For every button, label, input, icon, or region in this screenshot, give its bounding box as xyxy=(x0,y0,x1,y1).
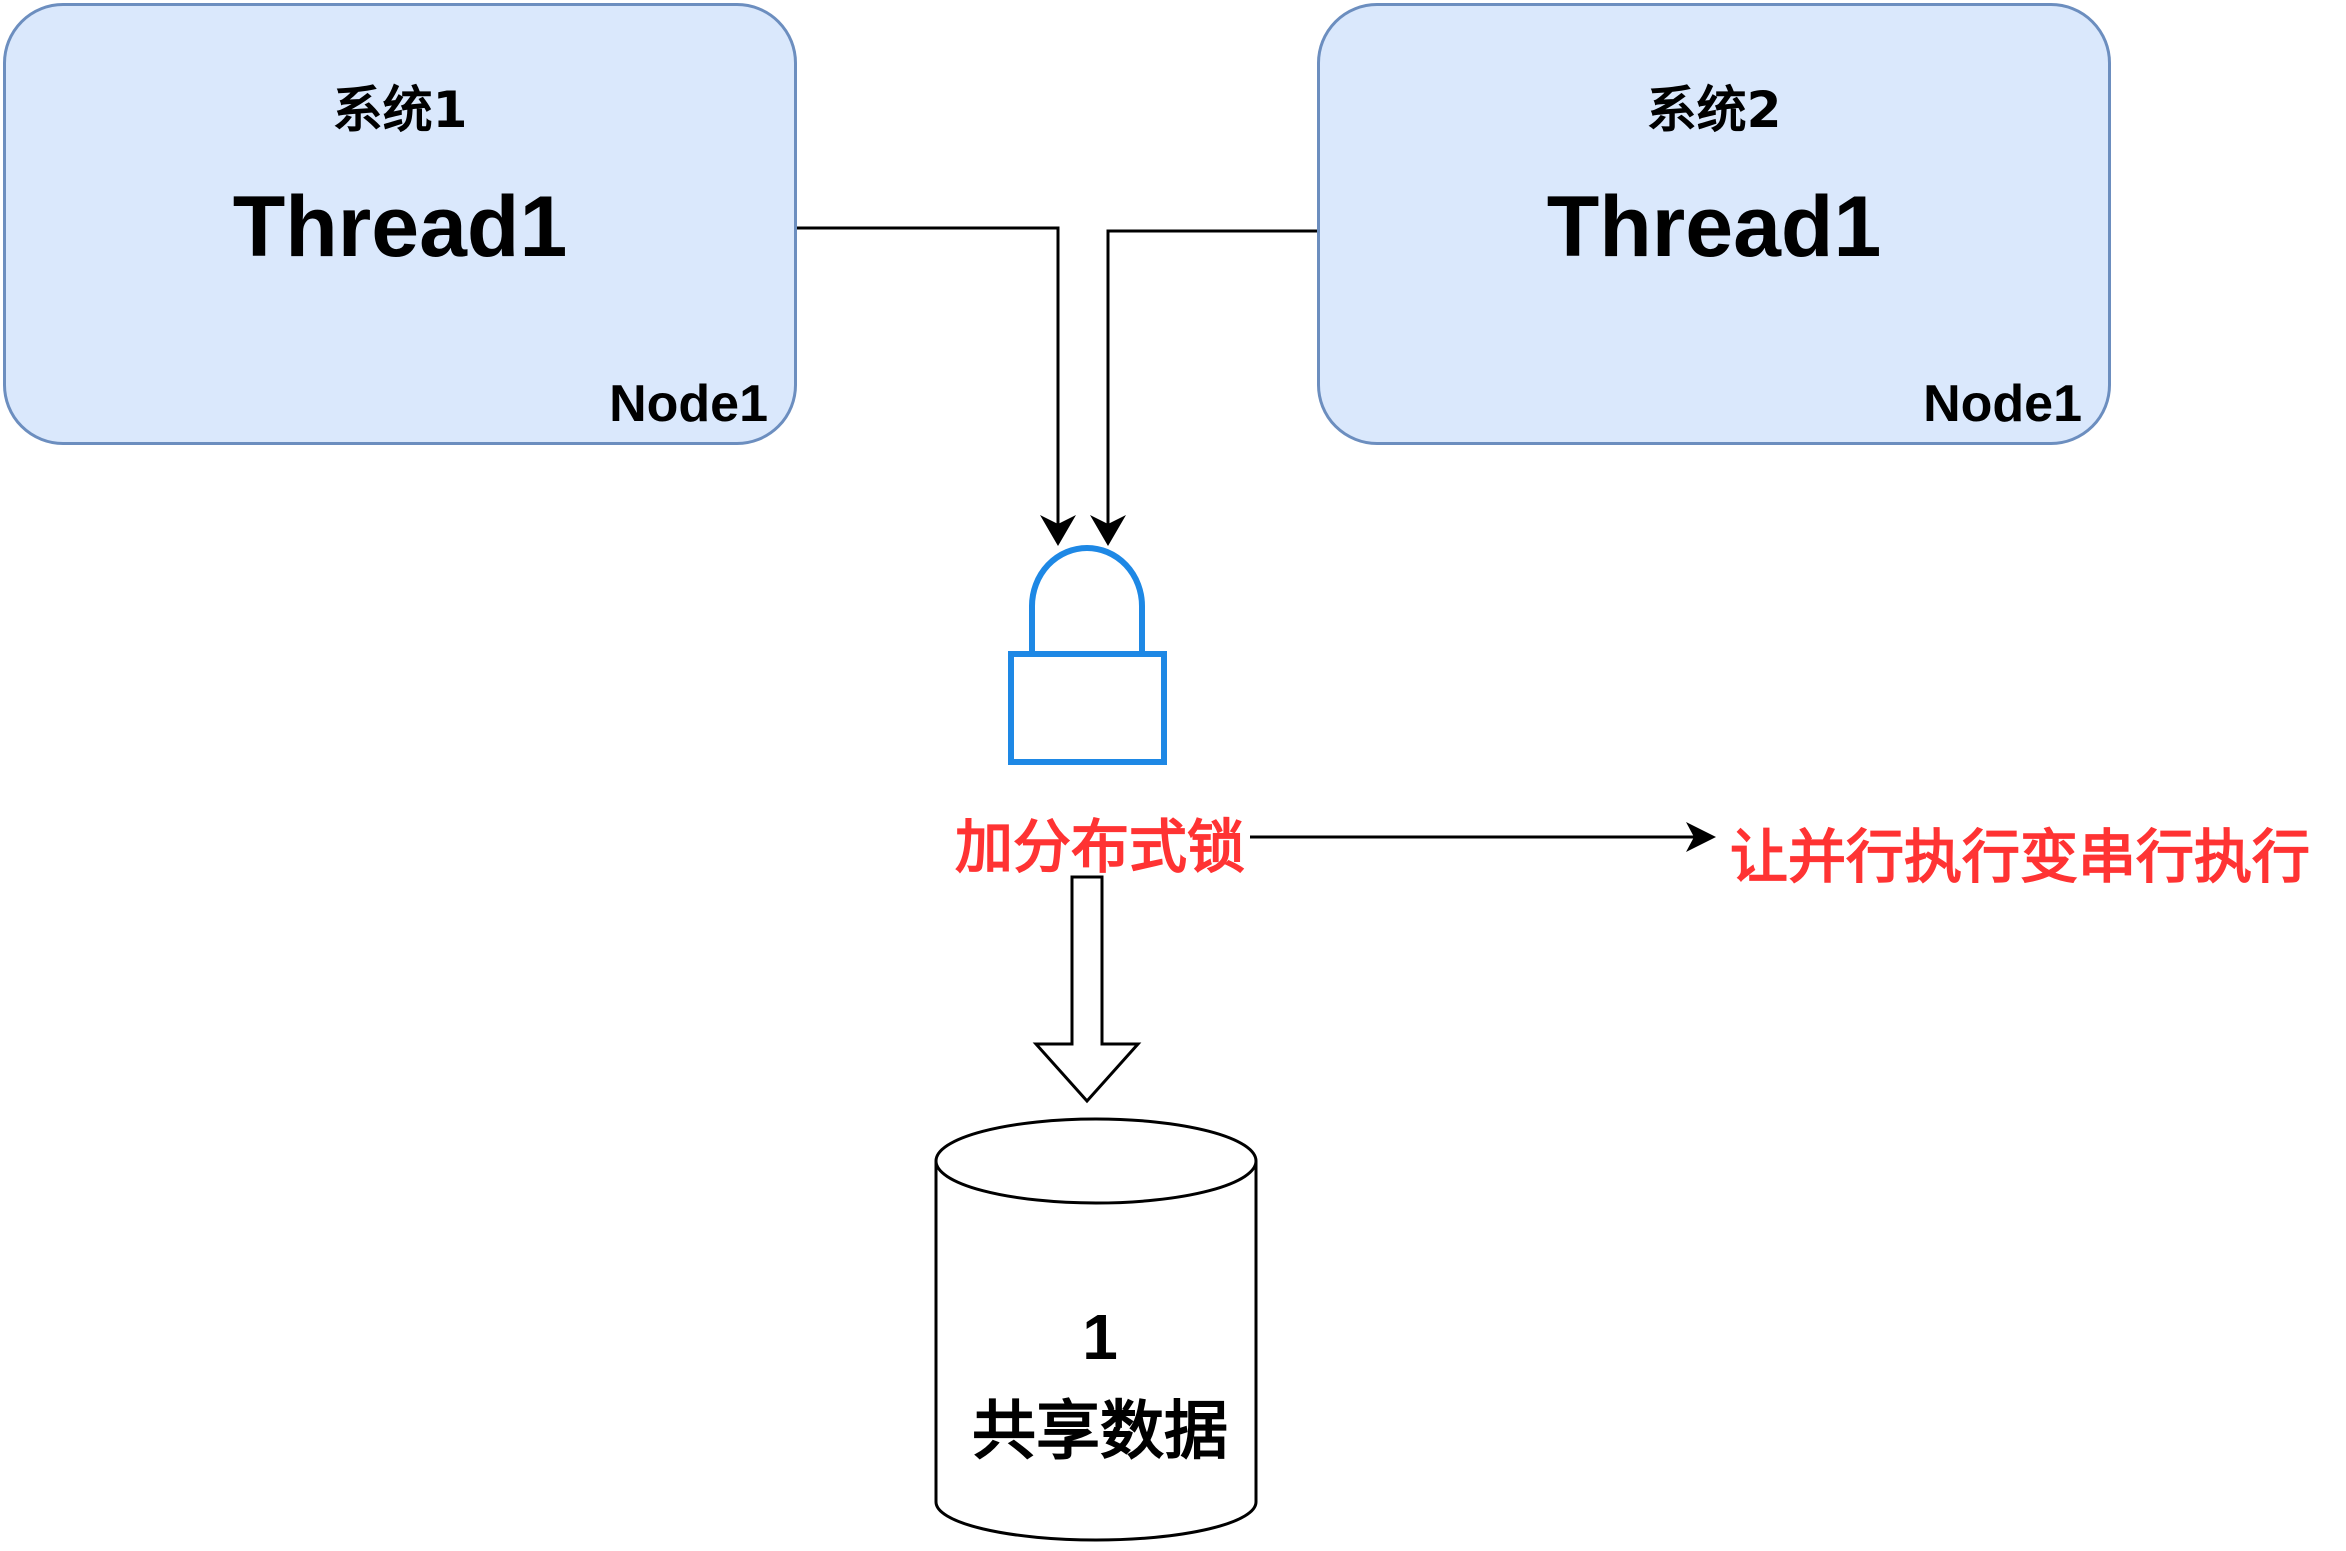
arrowhead-system2 xyxy=(1090,515,1126,546)
node-label: Node1 xyxy=(1923,375,2082,433)
arrowhead-system1 xyxy=(1040,515,1076,546)
database-label: 共享数据 xyxy=(972,1395,1228,1469)
system-label: 系统1 xyxy=(332,81,468,139)
lock-icon xyxy=(1008,545,1167,765)
arrowhead-result xyxy=(1686,822,1716,852)
database-number: 1 xyxy=(1082,1301,1118,1373)
result-label: 让并行执行变串行执行 xyxy=(1730,823,2311,891)
lock-label: 加分布式锁 xyxy=(954,813,1245,881)
thread-label: Thread1 xyxy=(232,179,568,275)
connector-system1-to-lock xyxy=(797,226,1060,528)
connector-system2-to-lock xyxy=(1106,229,1317,528)
block-arrow-to-database xyxy=(1032,875,1142,1104)
node-box-system1: 系统1 Thread1 Node1 xyxy=(3,3,797,445)
node-box-system2: 系统2 Thread1 Node1 xyxy=(1317,3,2111,445)
system-label: 系统2 xyxy=(1646,81,1782,139)
node-label: Node1 xyxy=(609,375,768,433)
thread-label: Thread1 xyxy=(1546,179,1882,275)
database-cylinder xyxy=(934,1117,1258,1542)
